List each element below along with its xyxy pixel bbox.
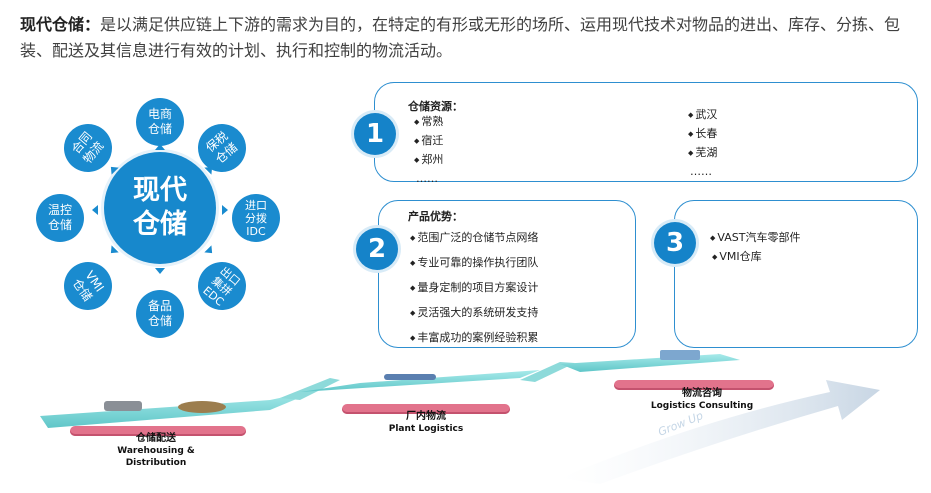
stage-cn: 物流咨询 [682,388,722,399]
stage-bar-plant [342,404,510,414]
list-item: 长春 [688,125,717,144]
step-riser-1 [280,378,340,400]
panel-resources-title: 仓储资源： [408,100,463,113]
list-item: 宿迁 [414,132,443,151]
stage-label-warehousing: 仓储配送 Warehousing & Distribution [96,433,216,469]
resource-list-right: 武汉 长春 芜湖 …… [688,106,717,182]
list-item: 专业可靠的操作执行团队 [410,251,538,276]
stage-en-2: Distribution [125,458,187,468]
hub-node-temp-control: 温控仓储 [36,194,84,242]
laptop-icon [660,350,700,360]
step-1-platform [40,390,318,428]
hub-node-ecommerce: 电商仓储 [136,98,184,146]
list-more: …… [416,172,438,185]
panel-resources [374,82,918,182]
stage-cn: 仓储配送 [136,433,176,444]
hub-center-line1: 现代 [133,175,187,206]
hub-node-spare-parts: 备品仓储 [136,290,184,338]
truck-icon [104,401,142,411]
step-2-platform [300,370,540,392]
stage-en: Warehousing & [117,446,195,456]
intro-paragraph: 现代仓储：是以满足供应链上下游的需求为目的，在特定的有形或无形的场所、运用现代技… [20,12,920,64]
hub-center-line2: 仓储 [133,209,187,240]
cargo-icon [178,401,226,413]
step-3-platform [560,354,740,372]
advantage-list: 范围广泛的仓储节点网络 专业可靠的操作执行团队 量身定制的项目方案设计 灵活强大… [410,226,538,351]
stage-bar-warehousing [70,426,246,436]
arrow-icon [222,205,228,215]
list-item: 灵活强大的系统研发支持 [410,301,538,326]
list-item: 量身定制的项目方案设计 [410,276,538,301]
list-item: 芜湖 [688,144,717,163]
list-more: …… [690,165,712,178]
panel-number-3: 3 [654,222,696,264]
list-item: 武汉 [688,106,717,125]
list-item: VMI仓库 [712,248,800,267]
list-item: 范围广泛的仓储节点网络 [410,226,538,251]
plane-icon [384,374,436,380]
list-item: 丰富成功的案例经验积累 [410,326,538,351]
stage-label-consulting: 物流咨询 Logistics Consulting [640,388,764,412]
stage-en: Plant Logistics [388,424,464,434]
list-item: 常熟 [414,113,443,132]
intro-text: 是以满足供应链上下游的需求为目的，在特定的有形或无形的场所、运用现代技术对物品的… [20,15,901,60]
resource-list-left: 常熟 宿迁 郑州 …… [414,113,443,189]
growth-arrow [560,380,880,484]
panel-number-1: 1 [354,113,396,155]
arrow-icon [155,144,165,150]
panel-advantages-title: 产品优势： [408,210,463,223]
intro-term: 现代仓储： [20,15,101,34]
step-riser-2 [520,362,575,382]
panel-number-2: 2 [356,228,398,270]
arrow-icon [92,205,98,215]
stage-bar-consulting [614,380,774,390]
arrow-icon [155,268,165,274]
list-item: VAST汽车零部件 [710,229,800,248]
hub-center: 现代 仓储 [104,152,216,264]
stage-label-plant: 厂内物流 Plant Logistics [366,411,486,435]
list-item: 郑州 [414,151,443,170]
stage-en: Logistics Consulting [650,401,754,411]
panel-cases [674,200,918,348]
case-list: VAST汽车零部件 VMI仓库 [710,229,800,267]
stage-cn: 厂内物流 [406,411,446,422]
